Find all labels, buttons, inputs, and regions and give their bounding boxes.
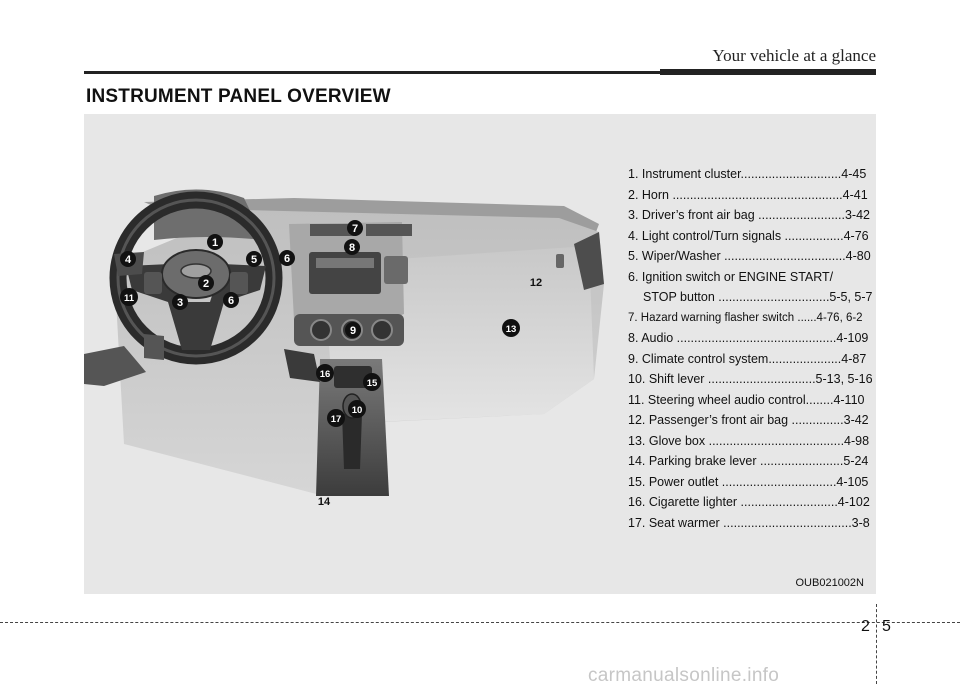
svg-text:15: 15 bbox=[367, 378, 378, 389]
legend-item: 15. Power outlet .......................… bbox=[628, 474, 869, 489]
callout-2: 2 bbox=[198, 275, 214, 291]
legend-item: 13. Glove box ..........................… bbox=[628, 433, 870, 448]
callout-13: 13 bbox=[502, 319, 520, 337]
section-header: Your vehicle at a glance bbox=[712, 46, 877, 65]
svg-text:13: 13 bbox=[506, 324, 517, 335]
hood-release bbox=[144, 334, 164, 360]
callout-8: 8 bbox=[344, 239, 360, 255]
center-vent-right bbox=[366, 224, 412, 236]
callout-6b: 6 bbox=[223, 292, 239, 308]
legend-item: 4. Light control/Turn signals ..........… bbox=[628, 228, 869, 243]
svg-text:1: 1 bbox=[212, 237, 218, 249]
header-rule bbox=[84, 71, 876, 74]
image-code: OUB021002N bbox=[795, 577, 865, 589]
svg-text:6: 6 bbox=[284, 253, 290, 265]
page-number: 5 bbox=[882, 618, 891, 635]
callout-11: 11 bbox=[120, 288, 138, 306]
page-title: INSTRUMENT PANEL OVERVIEW bbox=[86, 86, 391, 107]
console-outlets bbox=[334, 366, 372, 388]
svg-text:11: 11 bbox=[124, 293, 135, 304]
callout-10: 10 bbox=[348, 400, 366, 418]
callout-5: 5 bbox=[246, 251, 262, 267]
center-vent-left bbox=[310, 224, 356, 236]
callout-1: 1 bbox=[207, 234, 223, 250]
watermark: carmanualsonline.info bbox=[588, 665, 780, 686]
svg-text:16: 16 bbox=[320, 369, 331, 380]
legend-item: 10. Shift lever ........................… bbox=[628, 372, 873, 386]
svg-text:10: 10 bbox=[352, 405, 363, 416]
climate-knob-left bbox=[310, 319, 332, 341]
instrument-panel-figure: 1 2 3 4 5 6 6 7 8 9 10 11 13 15 16 17 12… bbox=[84, 114, 876, 594]
legend-item: 12. Passenger’s front air bag ..........… bbox=[628, 413, 869, 427]
legend-item: 14. Parking brake lever ................… bbox=[628, 454, 869, 468]
left-door-panel bbox=[84, 346, 146, 386]
header-rule-accent bbox=[660, 69, 876, 75]
svg-text:5: 5 bbox=[251, 254, 257, 266]
callout-12: 12 bbox=[530, 277, 542, 289]
climate-knob-right bbox=[371, 319, 393, 341]
callout-17: 17 bbox=[327, 409, 345, 427]
legend-item-continuation: STOP button ............................… bbox=[643, 290, 873, 304]
legend-item: 17. Seat warmer ........................… bbox=[628, 515, 870, 530]
svg-text:9: 9 bbox=[350, 325, 356, 337]
dashboard-illustration: 1 2 3 4 5 6 6 7 8 9 10 11 13 15 16 17 12… bbox=[84, 189, 604, 508]
brake-pedal bbox=[284, 349, 320, 382]
chapter-number: 2 bbox=[861, 618, 870, 635]
shift-boot bbox=[342, 414, 362, 469]
legend-item: 5. Wiper/Washer ........................… bbox=[628, 249, 871, 263]
callout-4: 4 bbox=[120, 251, 136, 267]
callout-15: 15 bbox=[363, 373, 381, 391]
callout-7: 7 bbox=[347, 220, 363, 236]
legend-item: 7. Hazard warning flasher switch ......4… bbox=[628, 311, 863, 324]
legend-item: 3. Driver’s front air bag ..............… bbox=[628, 208, 870, 222]
callout-6a: 6 bbox=[279, 250, 295, 266]
audio-display bbox=[316, 258, 374, 268]
legend-item: 2. Horn ................................… bbox=[628, 187, 868, 202]
callout-14: 14 bbox=[318, 496, 331, 508]
callout-9: 9 bbox=[345, 322, 361, 338]
legend-item: 1. Instrument cluster...................… bbox=[628, 167, 867, 181]
legend-item: 16. Cigarette lighter ..................… bbox=[628, 495, 870, 509]
legend-item: 6. Ignition switch or ENGINE START/ bbox=[628, 269, 834, 284]
callout-3: 3 bbox=[172, 294, 188, 310]
legend-item: 8. Audio ...............................… bbox=[628, 331, 869, 345]
legend-item: 9. Climate control system...............… bbox=[628, 351, 867, 366]
svg-text:17: 17 bbox=[331, 414, 342, 425]
svg-text:7: 7 bbox=[352, 223, 358, 235]
storage-tray bbox=[384, 256, 408, 284]
callout-16: 16 bbox=[316, 364, 334, 382]
svg-text:4: 4 bbox=[125, 254, 132, 266]
legend-item: 11. Steering wheel audio control........… bbox=[628, 392, 865, 407]
svg-text:2: 2 bbox=[203, 278, 209, 290]
svg-text:3: 3 bbox=[177, 297, 183, 309]
page-divider bbox=[876, 604, 877, 684]
footer-rule bbox=[0, 622, 960, 623]
legend-list: 1. Instrument cluster...................… bbox=[628, 164, 873, 533]
svg-text:6: 6 bbox=[228, 295, 234, 307]
door-button bbox=[556, 254, 564, 268]
svg-text:8: 8 bbox=[349, 242, 355, 254]
side-vent-right bbox=[574, 232, 604, 290]
